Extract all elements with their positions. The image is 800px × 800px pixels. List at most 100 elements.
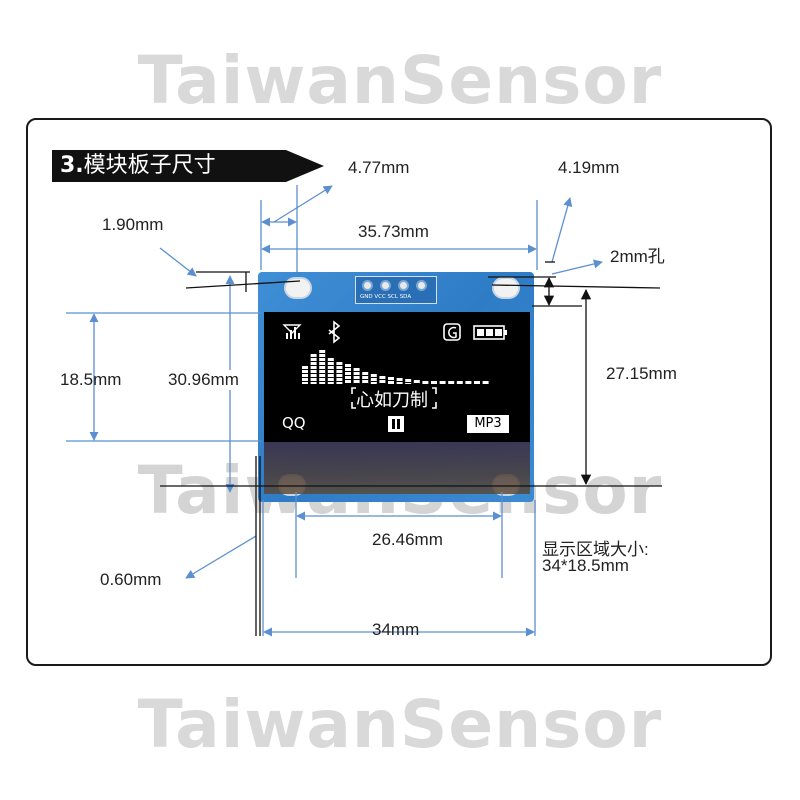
equalizer-bar-gap: [302, 373, 308, 374]
equalizer-bar: [413, 380, 420, 384]
equalizer-bar: [431, 381, 437, 384]
dim-hole-vspan: 27.15mm: [606, 364, 677, 383]
dim-hole: 2mm孔: [610, 247, 665, 266]
equalizer-bar-gap: [302, 377, 308, 378]
equalizer-bar-gap: [310, 373, 317, 374]
equalizer-bar-gap: [319, 365, 326, 366]
equalizer-bar-gap: [362, 383, 369, 384]
equalizer-bar-gap: [327, 381, 334, 382]
selection-brackets: [351, 387, 437, 409]
screen-glass-flex: [264, 442, 530, 494]
title-number: 3.: [60, 153, 84, 178]
pause-icon: [388, 416, 404, 432]
pin-header: GND VCC SCL SDA: [355, 276, 437, 304]
equalizer-bar-gap: [302, 369, 308, 370]
equalizer-bar: [439, 381, 446, 384]
equalizer-bar-gap: [353, 383, 360, 384]
equalizer-bar-gap: [353, 375, 360, 376]
equalizer-bar-gap: [336, 365, 343, 366]
pin-scl: [398, 280, 409, 291]
equalizer-bar-gap: [362, 379, 369, 380]
equalizer-bar-gap: [310, 369, 317, 370]
dim-edge-bottom: 0.60mm: [100, 570, 162, 589]
bluetooth-icon: [328, 320, 341, 344]
pin-labels: GND VCC SCL SDA: [360, 294, 412, 300]
mount-hole-top-right: [492, 277, 520, 299]
equalizer-bar-gap: [310, 361, 317, 362]
section-title: 3.模块板子尺寸: [52, 150, 324, 182]
watermark-bottom: TaiwanSensor: [137, 686, 663, 763]
equalizer-bar-gap: [327, 369, 334, 370]
equalizer-bar-gap: [345, 383, 351, 384]
equalizer-bar-gap: [319, 373, 326, 374]
equalizer-bar-gap: [327, 373, 334, 374]
diagram-frame: [26, 118, 772, 666]
dim-board-width: 34mm: [372, 620, 420, 639]
equalizer-bar: [405, 379, 412, 384]
pin-vcc: [380, 280, 391, 291]
equalizer-bar: [370, 374, 377, 384]
equalizer-bar-gap: [336, 373, 343, 374]
equalizer-bar-gap: [327, 365, 334, 366]
equalizer-bar-gap: [379, 379, 386, 380]
display-area-label: 显示区域大小:: [542, 540, 649, 559]
equalizer-bar-gap: [319, 361, 326, 362]
equalizer-bar-gap: [310, 377, 317, 378]
equalizer-bar-gap: [319, 381, 326, 382]
equalizer-bar-gap: [345, 367, 351, 368]
display-area-value: 34*18.5mm: [542, 556, 629, 575]
dim-edge-left: 1.90mm: [102, 215, 164, 234]
equalizer-bar-gap: [310, 381, 317, 382]
equalizer-bars: [302, 350, 489, 384]
equalizer-bar: [448, 381, 455, 384]
equalizer-bar-gap: [388, 380, 394, 381]
equalizer-bar: [422, 381, 429, 384]
song-title: 心如刀制: [356, 390, 428, 411]
equalizer-bar: [319, 350, 326, 384]
equalizer-bar-gap: [379, 383, 386, 384]
mp3-badge: MP3: [467, 415, 509, 433]
title-text: 模块板子尺寸: [83, 153, 216, 178]
equalizer-bar-gap: [345, 371, 351, 372]
equalizer-bar-gap: [336, 381, 343, 382]
equalizer-bar-gap: [310, 357, 317, 358]
dim-screen-height: 18.5mm: [60, 370, 122, 389]
equalizer-bar-gap: [370, 381, 377, 382]
equalizer-bar: [302, 366, 308, 384]
equalizer-bar: [362, 372, 369, 384]
equalizer-bar-gap: [362, 375, 369, 376]
equalizer-bar: [345, 364, 351, 384]
equalizer-bar-gap: [336, 369, 343, 370]
equalizer-bar: [456, 381, 463, 384]
equalizer-bar-gap: [353, 371, 360, 372]
equalizer-bar-gap: [396, 381, 403, 382]
clock-icon: [443, 323, 461, 341]
dim-hole-offset: 4.77mm: [348, 158, 410, 177]
equalizer-bar: [327, 358, 334, 384]
pin-sda: [416, 280, 427, 291]
equalizer-bar-gap: [345, 375, 351, 376]
equalizer-bar-gap: [336, 377, 343, 378]
equalizer-bar-gap: [345, 379, 351, 380]
equalizer-bar: [474, 381, 480, 384]
equalizer-bar-gap: [413, 383, 420, 384]
watermark-top: TaiwanSensor: [137, 42, 663, 119]
equalizer-bar-gap: [319, 357, 326, 358]
equalizer-bar: [482, 381, 489, 384]
equalizer-bar-gap: [310, 365, 317, 366]
signal-icon: [282, 324, 302, 339]
equalizer-bar-gap: [319, 353, 326, 354]
dim-hole-span: 35.73mm: [358, 222, 429, 241]
equalizer-bar-gap: [327, 377, 334, 378]
equalizer-bar-gap: [353, 379, 360, 380]
equalizer-bar-gap: [319, 377, 326, 378]
equalizer-bar-gap: [370, 377, 377, 378]
equalizer-bar-gap: [327, 361, 334, 362]
qq-label: QQ: [282, 414, 306, 432]
battery-icon: [473, 325, 507, 340]
mount-hole-top-left: [284, 277, 312, 299]
dim-hole-span-bottom: 26.46mm: [372, 530, 443, 549]
equalizer-bar-gap: [319, 369, 326, 370]
